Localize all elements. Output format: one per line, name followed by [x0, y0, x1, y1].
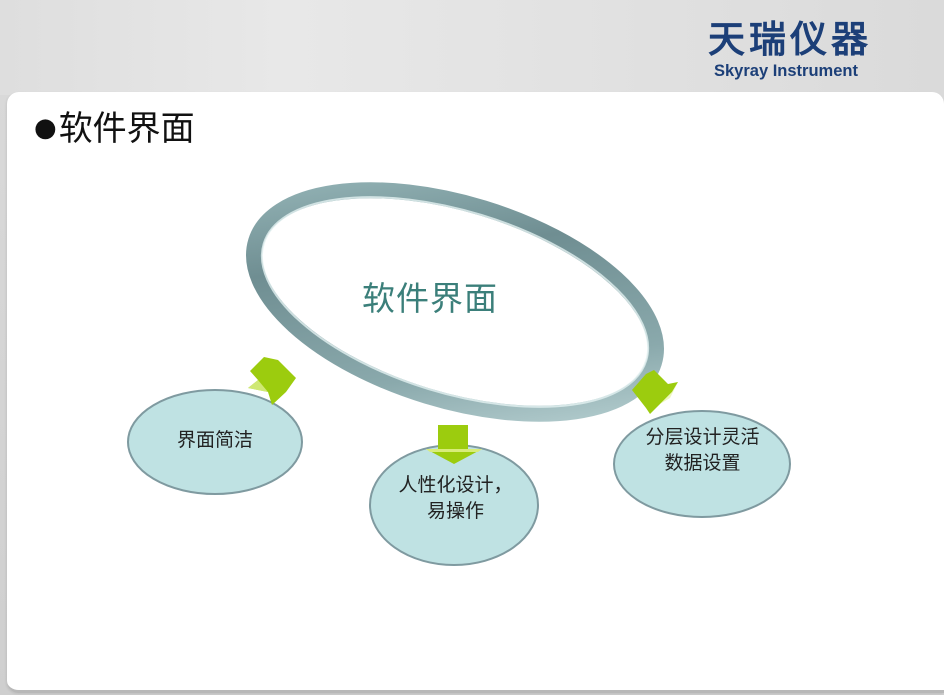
node-label-user-friendly: 人性化设计，易操作: [398, 474, 513, 522]
node-ellipse-1: [127, 389, 303, 495]
slide-title-text: 软件界面: [58, 109, 195, 149]
content-panel: [7, 92, 944, 693]
center-label: 软件界面: [362, 279, 498, 318]
slide-title: ●软件界面: [34, 104, 195, 153]
logo-english: Skyray Instrument: [714, 62, 858, 80]
node-label-simple-ui: 界面简洁: [176, 429, 253, 451]
arrow-icon-down: [426, 425, 482, 464]
logo-chinese: 天瑞仪器: [708, 18, 872, 61]
node-ellipse-3: [613, 410, 791, 518]
arrow-icon-right: [632, 370, 678, 414]
company-logo: 天瑞仪器 Skyray Instrument: [708, 18, 893, 80]
arrow-icon-left: [248, 357, 296, 405]
bullet-icon: ●: [34, 113, 57, 143]
header-band: [0, 0, 944, 95]
node-label-layered-design: 分层设计灵活数据设置: [645, 426, 760, 474]
central-ring: [246, 182, 664, 422]
